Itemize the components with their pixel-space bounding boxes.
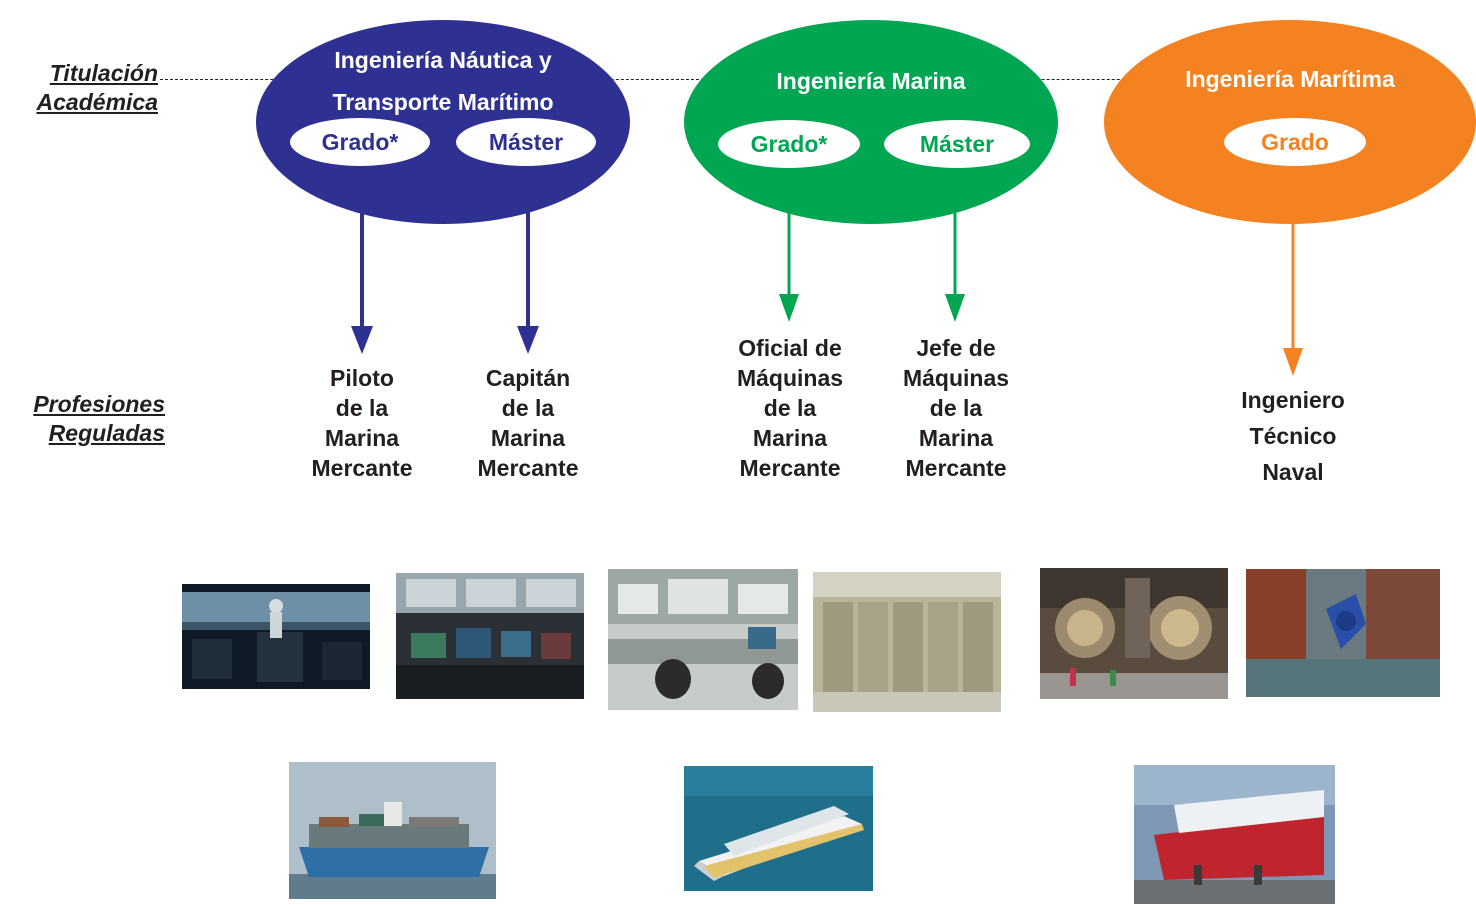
ferry-drydock-photo bbox=[1134, 765, 1335, 904]
degree-maritima-grado-pill: Grado bbox=[1224, 118, 1366, 166]
profession-line: Oficial de bbox=[738, 335, 842, 361]
profession-line: Mercante bbox=[905, 455, 1007, 481]
titulacion-line-1: Titulación bbox=[49, 60, 158, 86]
ship-propeller-drydock-photo bbox=[1246, 569, 1440, 697]
cruise-ship-photo bbox=[684, 766, 873, 891]
profession-line: de la bbox=[501, 395, 555, 421]
profession-line: Jefe de bbox=[916, 335, 996, 361]
profession-line: Mercante bbox=[739, 455, 841, 481]
container-ship-photo bbox=[289, 762, 496, 899]
degree-maritima-ellipse: Ingeniería Marítima Grado bbox=[1104, 20, 1476, 224]
profession-line: de la bbox=[929, 395, 983, 421]
profesiones-label: Profesiones Reguladas bbox=[0, 390, 165, 448]
engine-control-room-photo bbox=[608, 569, 798, 710]
degree-nautica-grado-label: Grado* bbox=[321, 128, 399, 155]
bridge-simulator-photo bbox=[182, 584, 370, 689]
degree-nautica-title-1: Ingeniería Náutica y bbox=[334, 47, 552, 73]
profession-line: Piloto bbox=[330, 365, 394, 391]
profession-piloto: Piloto de la Marina Mercante bbox=[292, 363, 432, 483]
degree-marina-ellipse: Ingeniería Marina Grado* Máster bbox=[684, 20, 1058, 224]
profession-line: Mercante bbox=[477, 455, 579, 481]
arrow-oficial bbox=[779, 210, 799, 322]
profession-line: de la bbox=[335, 395, 389, 421]
degree-maritima-grado-label: Grado bbox=[1261, 128, 1329, 155]
profession-line: Mercante bbox=[311, 455, 413, 481]
arrow-capitan bbox=[517, 210, 539, 354]
profession-line: Ingeniero bbox=[1241, 387, 1345, 413]
degree-marina-master-pill: Máster bbox=[884, 120, 1030, 168]
profesiones-line-2: Reguladas bbox=[48, 420, 165, 446]
profession-line: Marina bbox=[918, 425, 994, 451]
degree-marina-title: Ingeniería Marina bbox=[776, 68, 966, 94]
degree-marina-master-label: Máster bbox=[919, 130, 995, 157]
profession-line: Máquinas bbox=[736, 365, 844, 391]
titulacion-line-2: Académica bbox=[36, 89, 158, 115]
profession-line: Técnico bbox=[1249, 423, 1337, 449]
ship-bridge-console-photo bbox=[396, 573, 584, 699]
profession-capitan: Capitán de la Marina Mercante bbox=[458, 363, 598, 483]
ship-engine-photo bbox=[813, 572, 1001, 712]
profession-oficial: Oficial de Máquinas de la Marina Mercant… bbox=[714, 333, 866, 483]
arrow-ingeniero bbox=[1283, 218, 1303, 376]
profession-line: Marina bbox=[324, 425, 400, 451]
profession-line: Capitán bbox=[485, 365, 571, 391]
profesiones-line-1: Profesiones bbox=[33, 391, 165, 417]
profession-line: de la bbox=[763, 395, 817, 421]
profession-line: Naval bbox=[1262, 459, 1324, 485]
degree-nautica-grado-pill: Grado* bbox=[290, 118, 430, 166]
profession-line: Marina bbox=[752, 425, 828, 451]
degree-marina-grado-label: Grado* bbox=[750, 130, 828, 157]
arrow-piloto bbox=[351, 210, 373, 354]
degree-nautica-ellipse: Ingeniería Náutica y Transporte Marítimo… bbox=[256, 20, 630, 224]
degree-maritima-title: Ingeniería Marítima bbox=[1185, 66, 1395, 92]
degree-nautica-title-2: Transporte Marítimo bbox=[332, 89, 554, 115]
degree-marina-grado-pill: Grado* bbox=[718, 120, 860, 168]
profession-ingeniero: Ingeniero Técnico Naval bbox=[1223, 382, 1363, 490]
profession-line: Marina bbox=[490, 425, 566, 451]
degree-nautica-master-label: Máster bbox=[488, 128, 564, 155]
arrow-jefe bbox=[945, 210, 965, 322]
titulacion-label: Titulación Académica bbox=[0, 59, 158, 117]
profession-line: Máquinas bbox=[902, 365, 1010, 391]
degree-nautica-master-pill: Máster bbox=[456, 118, 596, 166]
propeller-thrusters-photo bbox=[1040, 568, 1228, 699]
profession-jefe: Jefe de Máquinas de la Marina Mercante bbox=[880, 333, 1032, 483]
